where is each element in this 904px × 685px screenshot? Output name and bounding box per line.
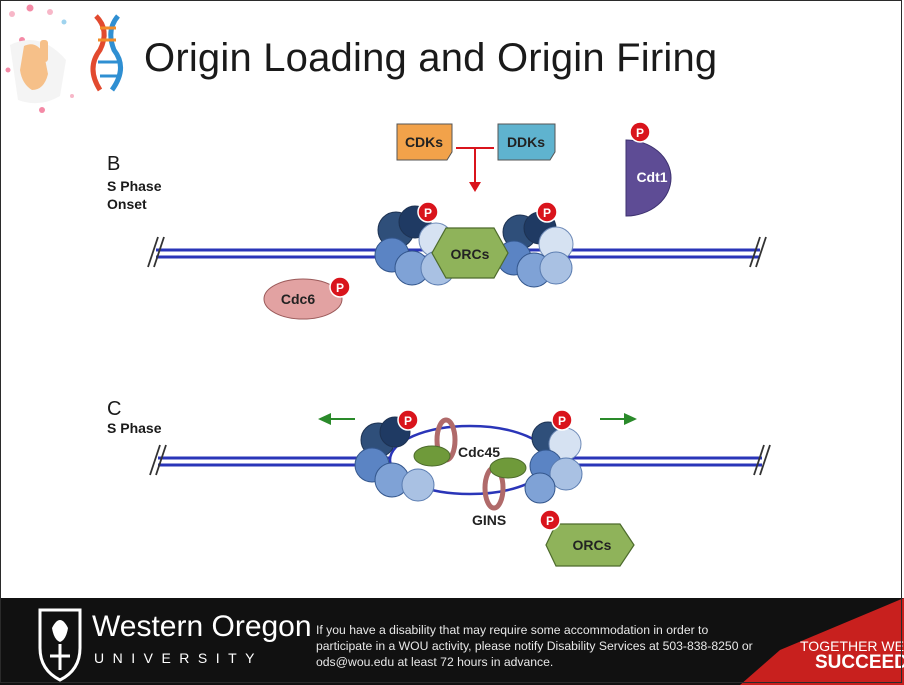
mcm-complex-left-c: P [354,409,435,502]
mcm-complex-right-b: P [496,201,574,288]
cdc6-protein: Cdc6 P [263,276,351,320]
dna-hand-icon [5,4,123,113]
fork-arrow-right [600,413,637,425]
mcm-left-c-phospho-label: P [404,414,412,428]
panel-c-letter: C [107,398,121,420]
cdks-label: CDKs [405,134,443,150]
cdt1-phospho-label: P [636,126,644,140]
orcs-c-label: ORCs [573,537,612,553]
ddks-box: DDKs [497,123,556,161]
gins-label: GINS [472,512,506,528]
mcm-right-b-phospho-label: P [543,206,551,220]
cdc6-phospho-label: P [336,281,344,295]
cdc45-left [413,445,451,467]
slogan-red-shape [740,598,904,685]
disability-notice: If you have a disability that may requir… [316,623,753,669]
mcm-right-c-phospho-label: P [558,414,566,428]
footer-bar [0,598,904,685]
panel-b-letter: B [107,153,120,175]
cdc45-label: Cdc45 [458,444,500,460]
ddks-label: DDKs [507,134,545,150]
slogan-line2: SUCCEED [815,652,904,673]
slogan-line1: TOGETHER WE [800,638,904,654]
orcs-c-phospho-label: P [546,514,554,528]
orcs-b-label: ORCs [451,246,490,262]
cdks-box: CDKs [396,123,453,161]
origin-firing-diagram: B S Phase Onset CDKs DDKs C [107,121,771,567]
panel-b-stage-line1: S Phase [107,178,162,194]
cdt1-protein: Cdt1 P [625,121,672,217]
mcm-left-b-phospho-label: P [424,206,432,220]
slide-title: Origin Loading and Origin Firing [144,36,718,80]
cdt1-label: Cdt1 [636,169,667,185]
university-subtitle: UNIVERSITY [94,650,264,666]
mcm-complex-right-c: P [524,409,583,504]
university-name: Western Oregon [92,610,312,643]
orcs-complex-b: ORCs [431,227,509,279]
kinase-arrow [456,147,494,192]
panel-c-stage: S Phase [107,420,162,436]
panel-b-stage-line2: Onset [107,196,147,212]
orcs-complex-c: ORCs P [539,509,635,567]
cdc45-right [489,457,527,479]
fork-arrow-left [318,413,355,425]
dna-strand-c [149,424,771,496]
footer-graphics [38,598,904,685]
wou-crest-icon [38,608,82,682]
cdc6-label: Cdc6 [281,291,315,307]
